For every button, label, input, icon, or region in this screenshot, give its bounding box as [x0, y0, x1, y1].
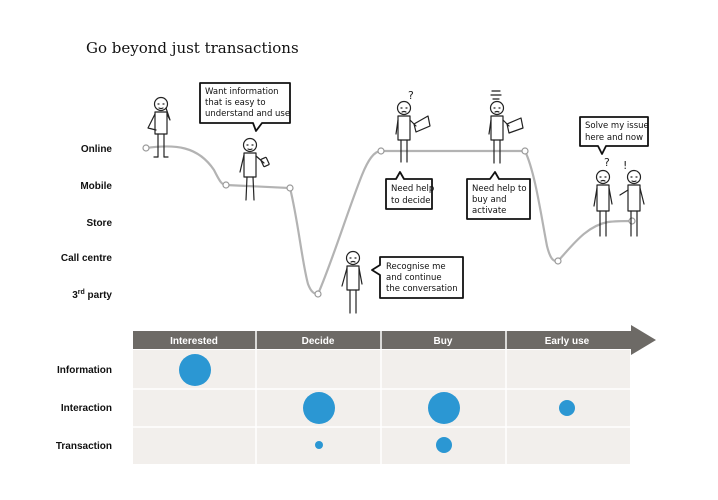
- stage-label-early-use: Early use: [545, 336, 590, 347]
- callout-need-help-decide: Need help to decide: [385, 171, 434, 210]
- row-label-interaction: Interaction: [61, 403, 112, 414]
- row-label-information: Information: [57, 365, 112, 376]
- journey-node: [554, 257, 562, 265]
- journey-node: [314, 290, 322, 298]
- callout-recognise-me: Recognise me and continue the conversati…: [371, 256, 464, 299]
- callout-line: to decide: [391, 196, 431, 206]
- svg-text:?: ?: [604, 156, 610, 169]
- bubble-information-interested: [179, 354, 211, 386]
- thinking-person-figure: [147, 96, 171, 158]
- journey-node: [628, 217, 636, 225]
- page-title: Go beyond just transactions: [86, 39, 299, 57]
- channel-label-third-party: 3rd party: [72, 289, 112, 301]
- service-pair-figures: ? !: [593, 156, 645, 237]
- callout-need-help-buy: Need help to buy and activate: [466, 171, 531, 220]
- callout-line: understand and use: [205, 109, 290, 119]
- channel-label-store: Store: [86, 218, 112, 229]
- tablet-user-decide-figure: ?: [395, 89, 431, 163]
- capability-matrix: [133, 350, 630, 464]
- third-party-figure: [341, 250, 363, 314]
- journey-node: [286, 184, 294, 192]
- stage-label-decide: Decide: [302, 336, 335, 347]
- callout-line: the conversation: [386, 284, 458, 294]
- callout-line: Solve my issue: [585, 121, 649, 131]
- journey-nodes: [142, 144, 636, 298]
- callout-line: buy and: [472, 195, 507, 205]
- callout-line: Need help to: [472, 184, 527, 194]
- callout-want-information: Want information that is easy to underst…: [199, 82, 291, 132]
- callout-solve-issue: Solve my issue here and now: [579, 116, 649, 155]
- callout-line: here and now: [585, 133, 643, 143]
- callout-line: Want information: [205, 87, 279, 97]
- stage-arrow-shape: [133, 325, 656, 355]
- journey-node: [142, 144, 150, 152]
- bubble-transaction-decide: [315, 441, 323, 449]
- channel-label-online: Online: [81, 144, 113, 155]
- callout-line: and continue: [386, 273, 442, 283]
- bubble-interaction-buy: [428, 392, 460, 424]
- journey-node: [521, 147, 529, 155]
- importance-bubbles: [179, 354, 575, 453]
- bubble-interaction-early-use: [559, 400, 575, 416]
- tablet-user-buy-figure: [488, 90, 524, 164]
- callout-line: that is easy to: [205, 98, 266, 108]
- bubble-interaction-decide: [303, 392, 335, 424]
- stage-label-interested: Interested: [170, 336, 218, 347]
- stage-label-buy: Buy: [434, 336, 453, 347]
- channel-label-call-centre: Call centre: [61, 253, 113, 264]
- callout-line: activate: [472, 206, 506, 216]
- journey-node: [377, 147, 385, 155]
- row-labels: Information Interaction Transaction: [56, 365, 112, 452]
- svg-text:?: ?: [408, 89, 414, 102]
- callout-line: Need help: [391, 184, 434, 194]
- bubble-transaction-buy: [436, 437, 452, 453]
- svg-text:!: !: [623, 159, 627, 172]
- journey-node: [222, 181, 230, 189]
- mobile-user-figure: [239, 137, 270, 201]
- channel-labels: Online Mobile Store Call centre 3rd part…: [61, 144, 113, 301]
- row-label-transaction: Transaction: [56, 441, 112, 452]
- callout-line: Recognise me: [386, 262, 446, 272]
- stage-arrow: Interested Decide Buy Early use: [133, 325, 656, 355]
- channel-label-mobile: Mobile: [80, 181, 112, 192]
